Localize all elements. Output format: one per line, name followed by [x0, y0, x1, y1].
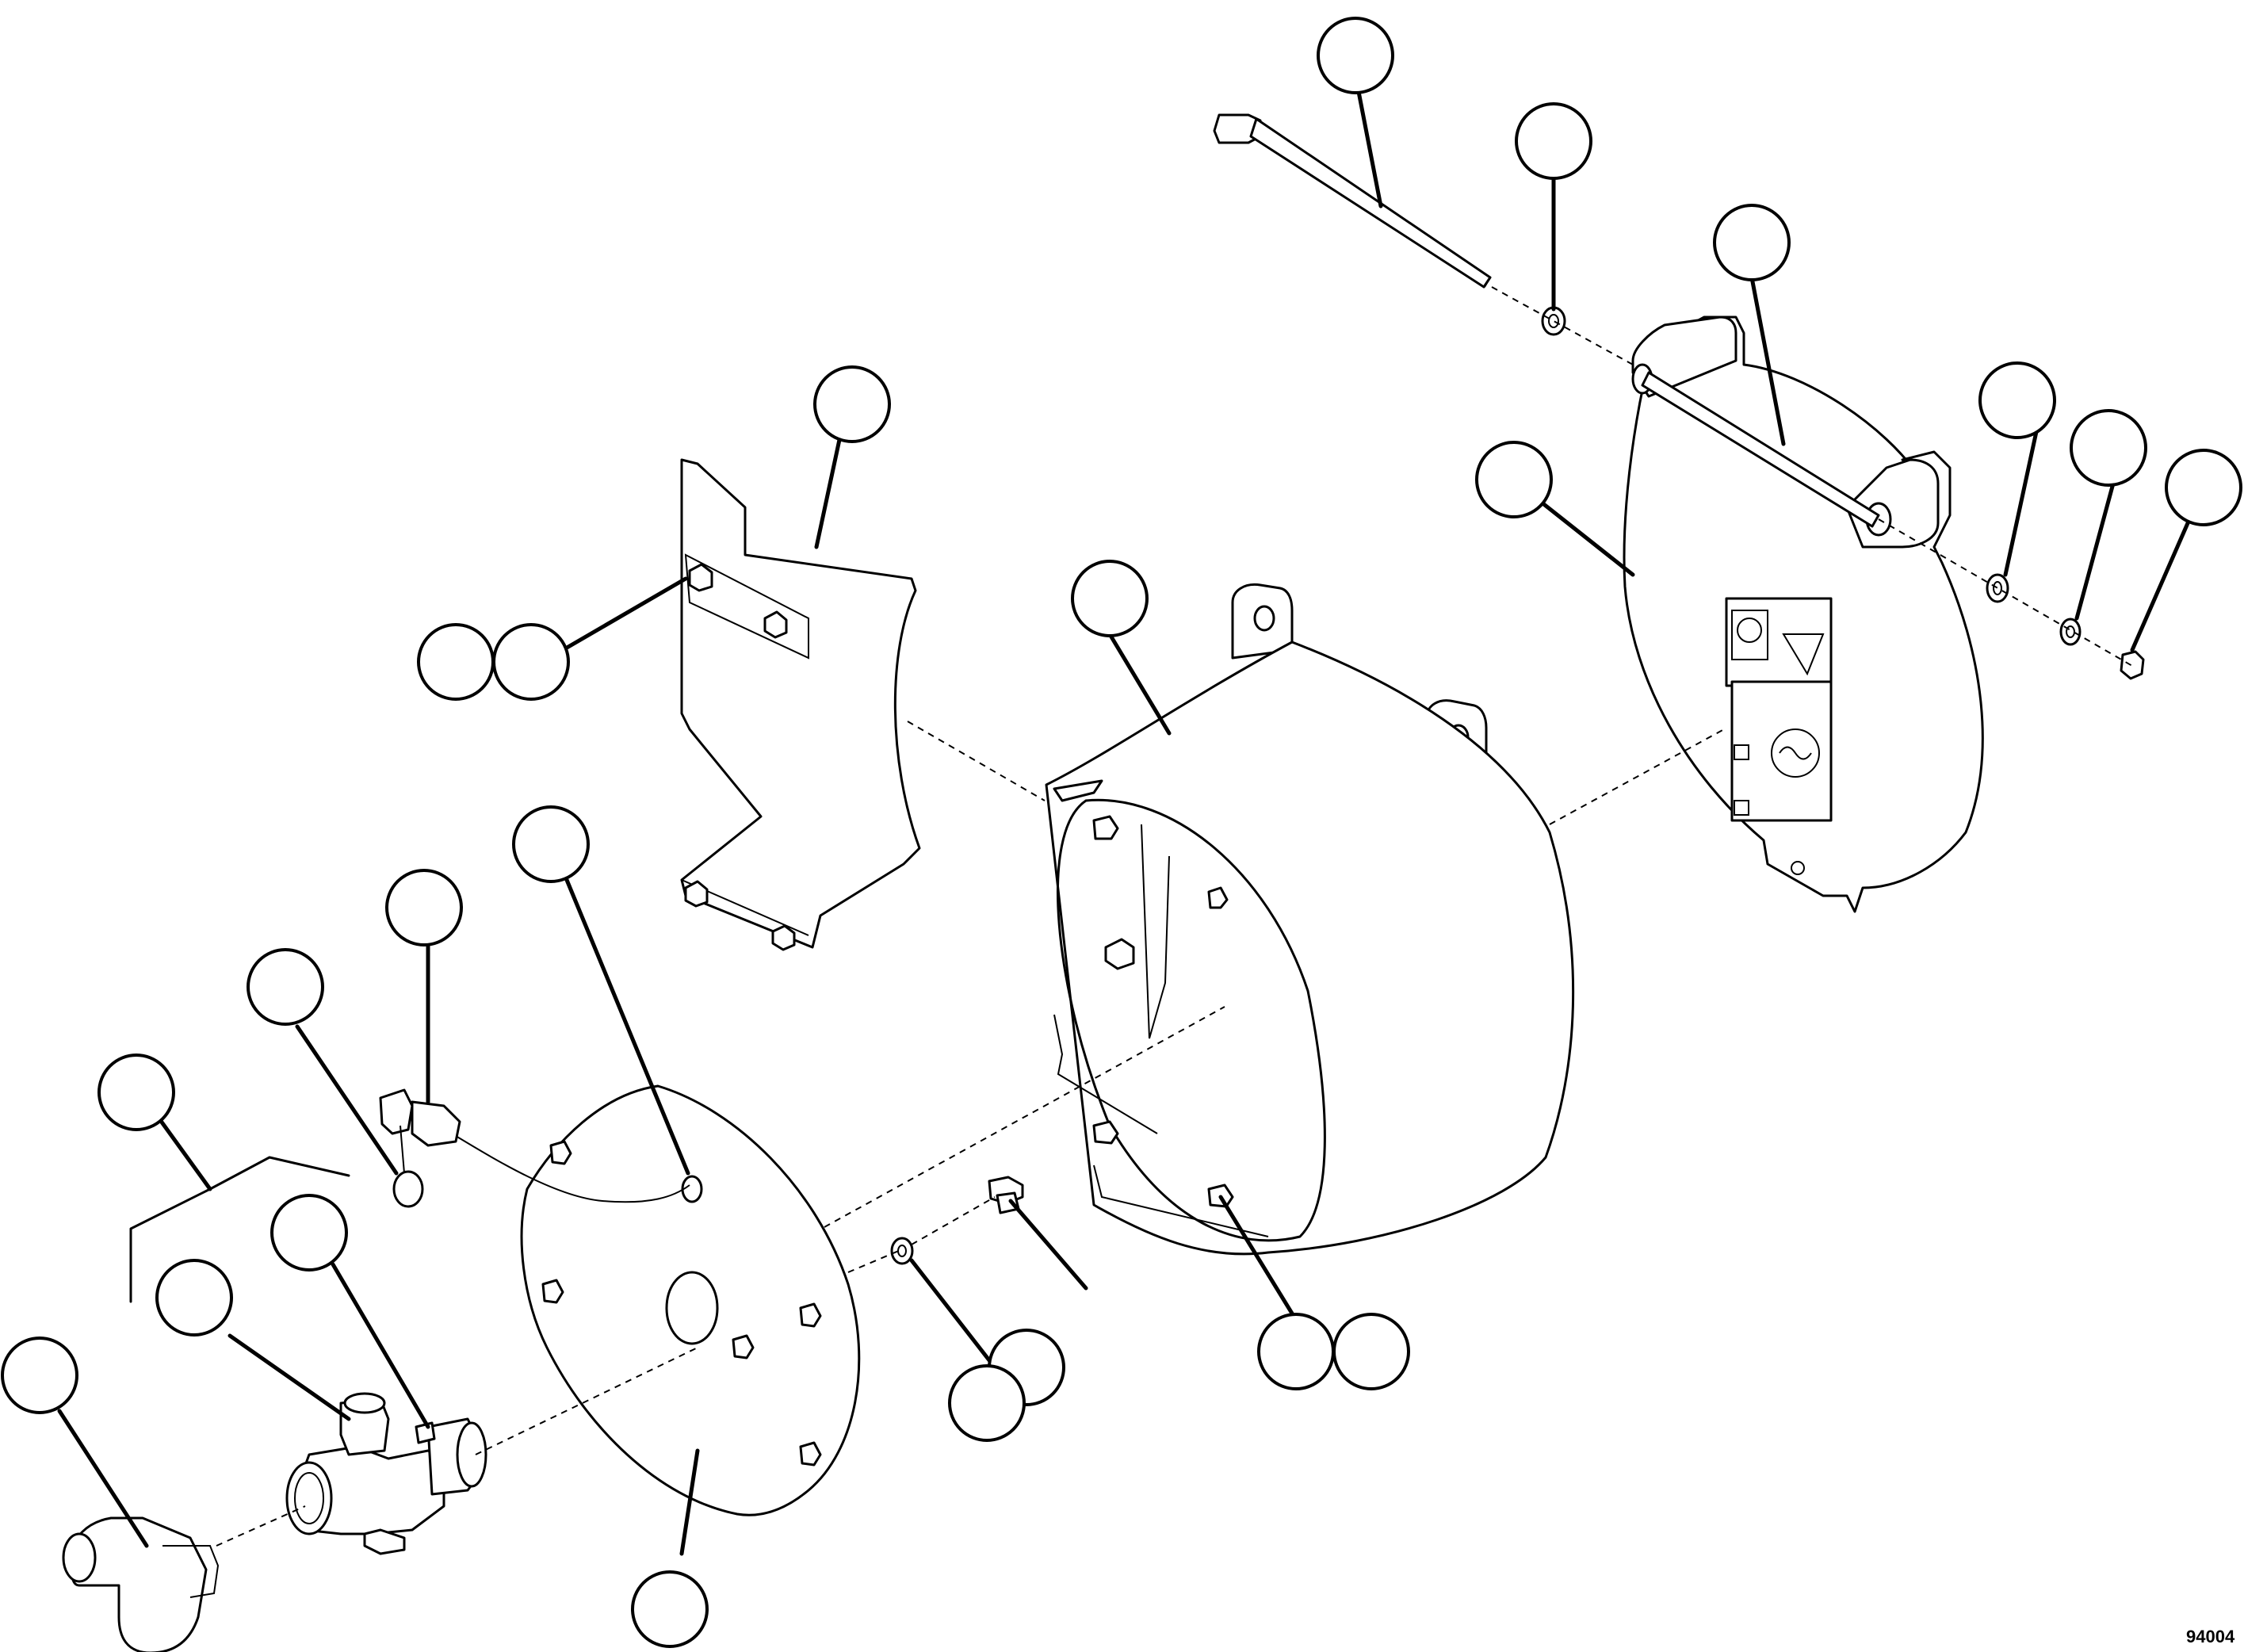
front-bolt	[988, 1176, 1024, 1214]
callouts	[1, 17, 2242, 1648]
figure-number: 94004	[2186, 1627, 2235, 1646]
callout-22	[1257, 1313, 1335, 1390]
right-washer-1	[1986, 573, 2009, 603]
rod-washer	[1541, 306, 1566, 336]
assembly-lines	[216, 721, 1725, 1547]
callout-3	[1713, 204, 1791, 281]
callout-15	[97, 1054, 175, 1131]
callout-18	[1, 1337, 78, 1414]
callout-8	[813, 365, 891, 443]
sensor-harness	[379, 1088, 690, 1208]
callout-12	[512, 805, 590, 883]
callout-2	[1515, 102, 1592, 180]
callout-7	[1475, 441, 1553, 518]
valve-assembly	[62, 1392, 487, 1652]
right-lockwasher	[2059, 618, 2082, 646]
callout-11	[492, 623, 570, 701]
callout-4	[1978, 361, 2056, 439]
front-washer	[890, 1237, 914, 1265]
long-bolt-rod	[1213, 113, 1492, 289]
main-housing	[1045, 583, 1575, 1256]
callout-16	[270, 1194, 348, 1272]
rear-cover-plate	[1623, 315, 1984, 913]
callout-13	[385, 869, 463, 946]
callout-19	[631, 1570, 709, 1648]
callout-14	[247, 948, 324, 1026]
callout-6	[2165, 449, 2242, 526]
callout-5	[2070, 409, 2147, 487]
callout-23	[1332, 1313, 1410, 1390]
callout-1	[1317, 17, 1394, 94]
leader-lines	[57, 73, 2190, 1556]
callout-21	[948, 1364, 1026, 1442]
callout-10	[417, 623, 495, 701]
callout-17	[155, 1259, 233, 1337]
upper-bracket	[680, 458, 921, 951]
right-nut	[2120, 650, 2145, 680]
front-end-plate	[520, 1084, 861, 1516]
callout-9	[1071, 560, 1149, 637]
